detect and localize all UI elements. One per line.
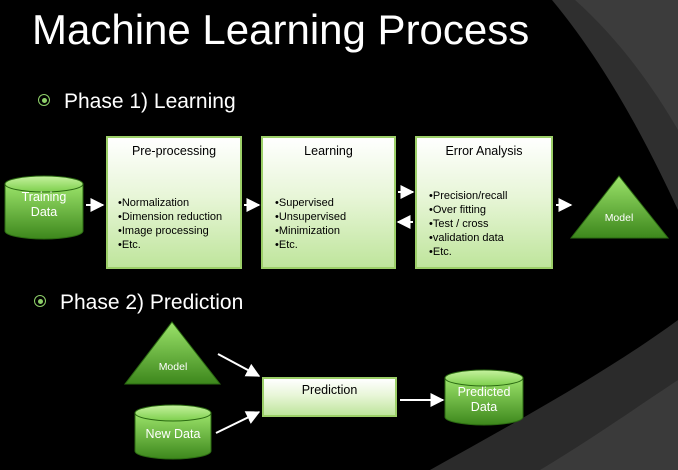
- training-data-label: Training Data: [5, 190, 83, 220]
- predicted-data-line2: Data: [470, 400, 498, 414]
- phase2-label: Phase 2) Prediction: [60, 291, 244, 314]
- error-analysis-list: Precision/recall Over fitting Test / cro…: [429, 189, 547, 259]
- list-item: Image processing: [118, 224, 236, 238]
- phase1-label: Phase 1) Learning: [64, 90, 236, 113]
- preprocessing-list: Normalization Dimension reduction Image …: [118, 196, 236, 252]
- preprocessing-box: Pre-processing Normalization Dimension r…: [106, 136, 242, 269]
- slide-title: Machine Learning Process: [32, 6, 530, 53]
- prediction-title: Prediction: [301, 383, 358, 397]
- learning-box: Learning Supervised Unsupervised Minimiz…: [261, 136, 396, 269]
- training-data-line2: Data: [30, 205, 58, 219]
- new-data-label: New Data: [145, 427, 201, 441]
- bullet-icon: [38, 94, 50, 107]
- phase1-heading: Phase 1) Learning: [38, 90, 236, 114]
- list-item: Etc.: [275, 238, 390, 252]
- arrow-newdata-to-prediction: [215, 411, 261, 434]
- model-input-triangle: [123, 321, 222, 385]
- list-item: Etc.: [429, 245, 547, 259]
- predicted-data-line1: Predicted: [457, 385, 511, 399]
- learning-title: Learning: [304, 144, 353, 158]
- phase2-heading: Phase 2) Prediction: [34, 291, 243, 315]
- list-item: Test / cross: [429, 217, 547, 231]
- prediction-box: Prediction: [262, 377, 397, 417]
- model-output-triangle: [569, 175, 670, 239]
- new-data-cylinder: [134, 404, 212, 460]
- list-item: validation data: [429, 231, 547, 245]
- error-analysis-box: Error Analysis Precision/recall Over fit…: [415, 136, 553, 269]
- predicted-data-cylinder: [444, 369, 524, 426]
- list-item: Minimization: [275, 224, 390, 238]
- training-data-line1: Training: [21, 190, 67, 204]
- list-item: Dimension reduction: [118, 210, 236, 224]
- preprocessing-title: Pre-processing: [131, 144, 217, 158]
- list-item: Precision/recall: [429, 189, 547, 203]
- learning-list: Supervised Unsupervised Minimization Etc…: [275, 196, 390, 252]
- list-item: Supervised: [275, 196, 390, 210]
- model-input-label: Model: [158, 361, 188, 373]
- error-analysis-title: Error Analysis: [445, 144, 523, 158]
- bullet-icon: [34, 295, 46, 308]
- model-output-label: Model: [604, 212, 634, 224]
- training-data-cylinder: [4, 175, 84, 240]
- predicted-data-label: Predicted Data: [445, 385, 523, 415]
- list-item: Over fitting: [429, 203, 547, 217]
- arrow-model-to-prediction: [217, 353, 261, 377]
- list-item: Unsupervised: [275, 210, 390, 224]
- list-item: Normalization: [118, 196, 236, 210]
- list-item: Etc.: [118, 238, 236, 252]
